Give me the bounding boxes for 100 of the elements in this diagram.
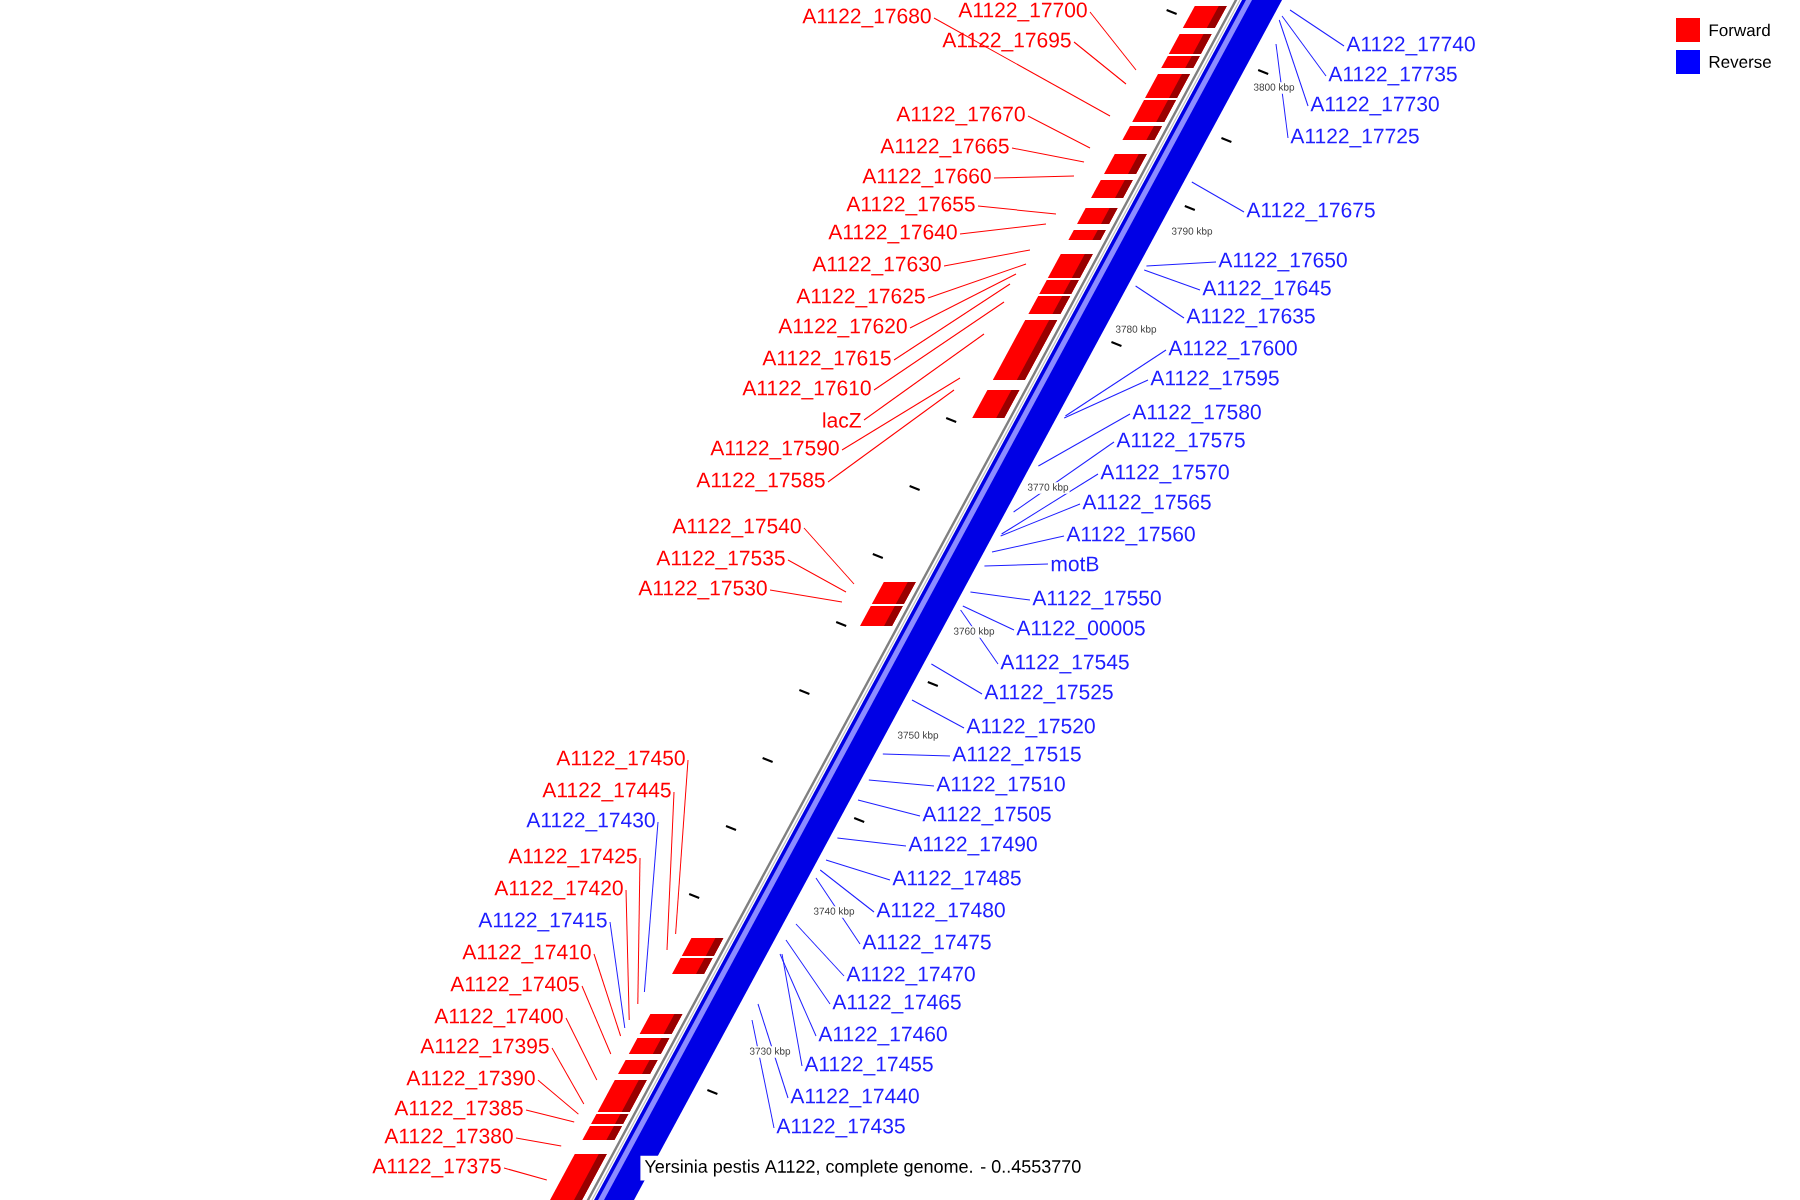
leader-line: [1063, 379, 1149, 419]
gene-label: A1122_17700: [958, 2, 1087, 22]
gene-label: A1122_17490: [908, 836, 1037, 856]
gene-label: A1122_17650: [1218, 252, 1347, 272]
gene-label: A1122_17440: [790, 1088, 919, 1108]
leader-line: [666, 791, 675, 951]
caption: Yersinia pestis A1122, complete genome. - 0..4553770: [640, 1155, 1086, 1181]
gene-label: A1122_17545: [1000, 654, 1129, 674]
gene-label: A1122_17665: [880, 138, 1009, 158]
leader-line: [1145, 261, 1217, 267]
gene-label: motB: [1051, 556, 1099, 572]
gene-label: A1122_17645: [1202, 280, 1331, 300]
leader-line: [1089, 11, 1137, 71]
leader-line: [785, 939, 831, 1005]
leader-line: [993, 175, 1075, 179]
leader-line: [1011, 147, 1085, 163]
leader-line: [803, 527, 855, 585]
leader-line: [815, 877, 861, 945]
leader-line: [893, 283, 1011, 361]
gene-label: A1122_17390: [406, 1070, 535, 1090]
gene-label: A1122_17445: [542, 782, 671, 802]
leader-line: [969, 591, 1031, 601]
leader-line: [1275, 43, 1289, 139]
leader-line: [675, 759, 689, 935]
leader-line: [977, 205, 1057, 215]
gene-label: A1122_17525: [984, 684, 1113, 704]
leader-line: [643, 821, 659, 993]
leader-line: [779, 953, 817, 1037]
gene-label: A1122_17540: [672, 518, 801, 538]
gene-label: A1122_17740: [1346, 36, 1475, 56]
leader-line: [781, 953, 803, 1067]
leader-line: [825, 859, 891, 881]
leader-line: [1037, 413, 1131, 467]
leader-line: [962, 605, 1015, 631]
leader-line: [551, 1047, 585, 1105]
leader-line: [581, 985, 612, 1055]
leader-line: [593, 953, 622, 1037]
gene-label: A1122_17660: [862, 168, 991, 188]
gene-label: A1122_17480: [876, 902, 1005, 922]
leader-line: [836, 837, 907, 847]
leader-line: [1073, 41, 1127, 85]
gene-label: A1122_17410: [462, 944, 591, 964]
legend-label: Reverse: [1709, 56, 1771, 68]
leader-line: [609, 921, 626, 1029]
leader-line: [841, 377, 961, 451]
leader-line: [1281, 15, 1327, 77]
gene-label: A1122_17625: [796, 288, 925, 308]
gene-label: A1122_17510: [936, 776, 1065, 796]
leader-line: [1027, 115, 1091, 149]
leader-line: [525, 1109, 575, 1123]
leader-line: [927, 263, 1027, 299]
leader-line: [625, 889, 630, 1021]
gene-label: A1122_17435: [776, 1118, 905, 1138]
gene-label: A1122_17430: [526, 812, 655, 832]
gene-label: A1122_17630: [812, 256, 941, 276]
leader-line: [882, 753, 951, 757]
gene-label: A1122_17405: [450, 976, 579, 996]
leader-line: [827, 389, 955, 483]
leader-line: [943, 249, 1031, 267]
leader-line: [959, 223, 1047, 235]
gene-label: A1122_00005: [1016, 620, 1145, 640]
gene-label: A1122_17485: [892, 870, 1021, 890]
gene-label: A1122_17670: [896, 106, 1025, 126]
gene-label: A1122_17465: [832, 994, 961, 1014]
leader-line: [863, 333, 985, 421]
gene-label: A1122_17585: [696, 472, 825, 492]
leader-line: [795, 923, 845, 977]
gene-label: A1122_17475: [862, 934, 991, 954]
leader-line: [1289, 9, 1345, 47]
gene-label: A1122_17520: [966, 718, 1095, 738]
leader-line: [857, 799, 921, 817]
gene-label: A1122_17570: [1100, 464, 1229, 484]
gene-label: A1122_17505: [922, 806, 1051, 826]
gene-label: A1122_17735: [1328, 66, 1457, 86]
leader-line: [991, 535, 1065, 553]
leader-line: [637, 857, 641, 1005]
gene-label: A1122_17395: [420, 1038, 549, 1058]
leader-line: [515, 1137, 562, 1147]
gene-label: A1122_17620: [778, 318, 907, 338]
leader-line: [983, 563, 1049, 567]
gene-label: A1122_17450: [556, 750, 685, 770]
gene-label: A1122_17535: [656, 550, 785, 570]
leader-line: [757, 1003, 789, 1099]
leader-line: [1064, 349, 1167, 417]
leader-line: [911, 699, 965, 729]
gene-label: A1122_17455: [804, 1056, 933, 1076]
gene-label: A1122_17470: [846, 966, 975, 986]
gene-label: A1122_17515: [952, 746, 1081, 766]
gene-label: A1122_17595: [1150, 370, 1279, 390]
leader-line: [1013, 441, 1115, 513]
leader-line: [565, 1017, 598, 1081]
gene-label: A1122_17385: [394, 1100, 523, 1120]
gene-label: A1122_17615: [762, 350, 891, 370]
leader-line: [873, 301, 1005, 391]
gene-label: A1122_17655: [846, 196, 975, 216]
gene-label: A1122_17580: [1132, 404, 1261, 424]
gene-label: A1122_17380: [384, 1128, 513, 1148]
gene-label: A1122_17425: [508, 848, 637, 868]
gene-label: A1122_17530: [638, 580, 767, 600]
leader-line: [868, 779, 935, 787]
